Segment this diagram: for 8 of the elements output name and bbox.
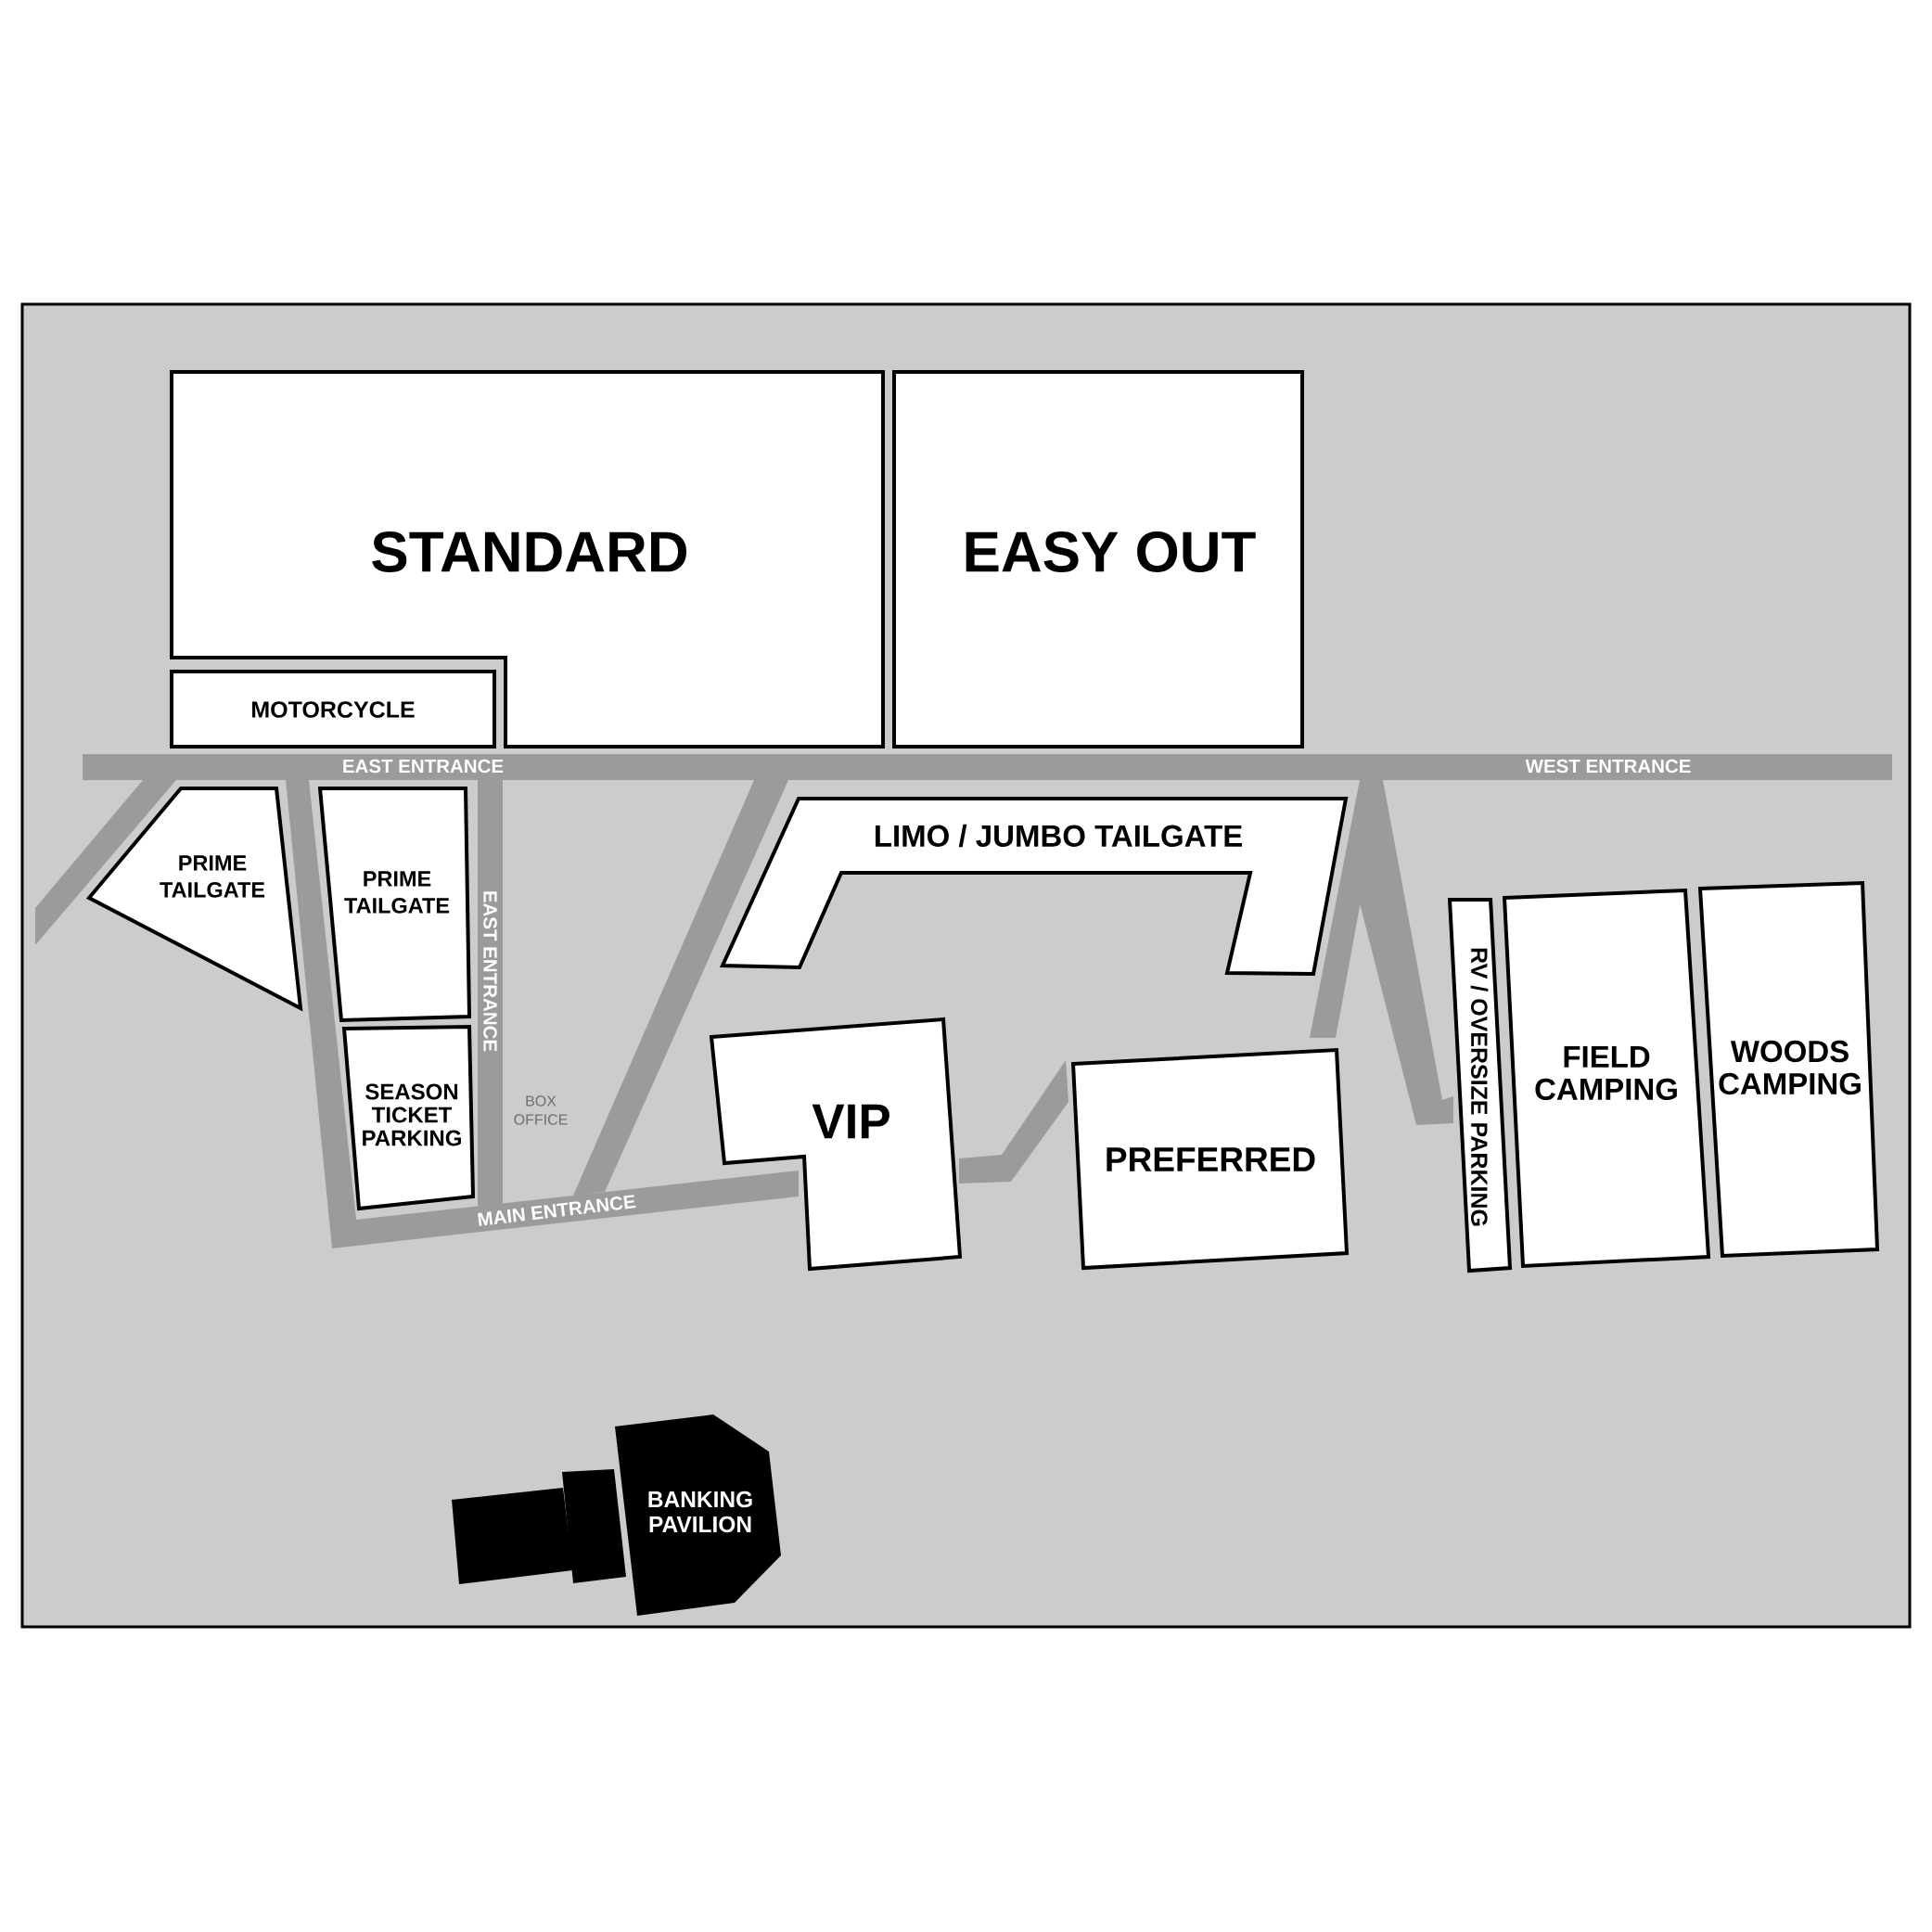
road-label: MAIN ENTRANCE [478,1195,636,1226]
road-label: EAST ENTRANCE [343,759,504,774]
road-label: EAST ENTRANCE [483,891,497,1052]
road-label: WEST ENTRANCE [1525,759,1691,774]
place-label: BOX OFFICE [514,1095,568,1125]
parking-lot: MOTORCYCLE [170,670,496,748]
parking-lot: EASY OUT [892,370,1304,748]
pavilion-building: BANKING PAVILION [452,1414,781,1616]
